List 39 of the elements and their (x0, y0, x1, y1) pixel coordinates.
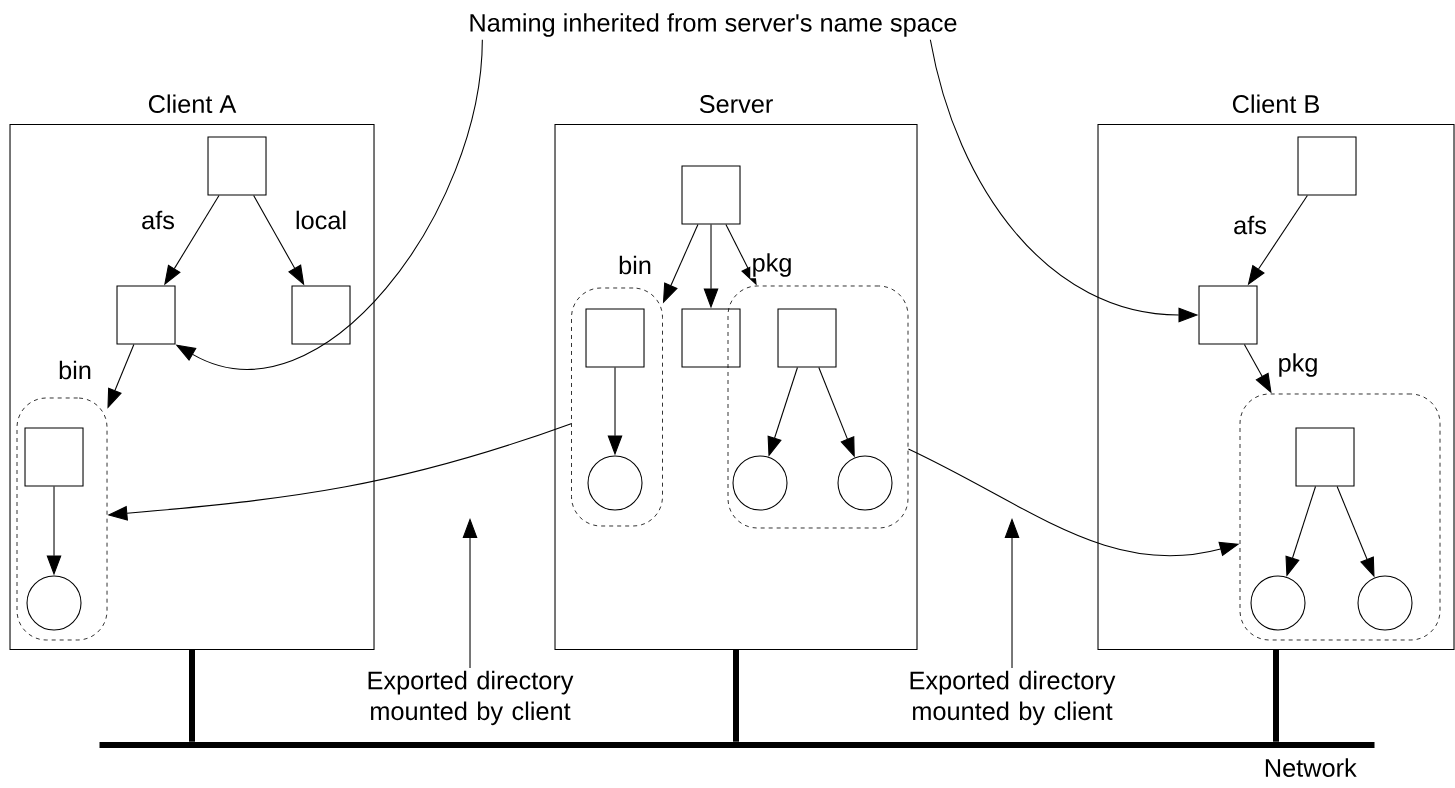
file-circle (732, 455, 788, 511)
node-label: Network (1265, 758, 1357, 777)
directory-square (681, 308, 741, 368)
file-circle (26, 575, 82, 631)
network-link (733, 650, 739, 742)
file-circle (1357, 575, 1413, 631)
dashed-region (727, 285, 909, 529)
directory-square (291, 285, 351, 345)
node-label: Server (699, 95, 773, 114)
directory-square (681, 165, 741, 225)
directory-square (585, 308, 645, 368)
directory-square (777, 308, 837, 368)
network-link (1273, 650, 1279, 742)
node-label: Client A (148, 94, 237, 114)
edge-label: pkg (750, 251, 794, 279)
edge-label: bin (616, 254, 654, 276)
annotation-text: Exported directory mounted by client (910, 670, 1116, 726)
edge-label: pkg (1276, 351, 1320, 379)
edge-label: afs (139, 209, 177, 231)
annotation-text: Exported directory mounted by client (368, 670, 574, 726)
edge-label: bin (56, 359, 94, 381)
directory-square (1295, 427, 1355, 487)
dashed-region (16, 397, 108, 641)
directory-square (24, 427, 84, 487)
annotation-text: Naming inherited from server's name space (470, 13, 957, 37)
edge-label: local (293, 209, 349, 231)
node-label: Client B (1232, 94, 1319, 114)
file-circle (837, 455, 893, 511)
edge-label: afs (1231, 214, 1269, 236)
directory-square (116, 285, 176, 345)
network-link (189, 650, 195, 742)
network-bar: Network (99, 742, 1375, 777)
directory-square (1297, 136, 1357, 196)
directory-square (1198, 285, 1258, 345)
dashed-region (571, 287, 663, 527)
dashed-region (1239, 393, 1441, 641)
file-circle (587, 455, 643, 511)
file-circle (1250, 575, 1306, 631)
directory-square (207, 136, 267, 196)
